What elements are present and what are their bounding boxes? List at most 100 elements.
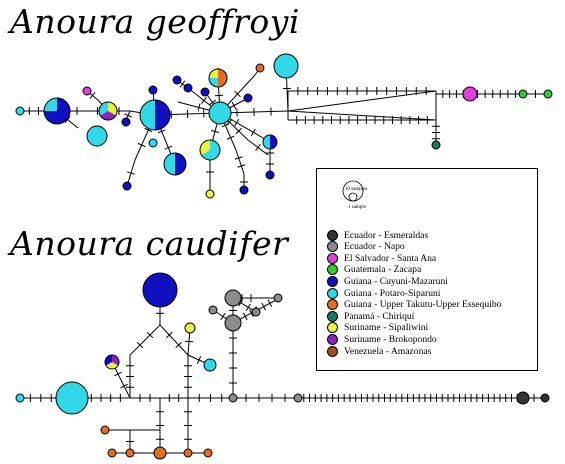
- legend-swatch: [327, 322, 338, 334]
- network-edge: [159, 324, 189, 356]
- mutation-tick: [124, 113, 132, 118]
- haplotype-node: [98, 101, 118, 121]
- haplotype-node: [208, 305, 218, 315]
- mutation-tick: [245, 303, 251, 312]
- haplotype-node: [273, 293, 283, 303]
- haplotype-slice: [209, 78, 218, 87]
- haplotype-node: [121, 117, 131, 127]
- legend-entry: Suriname - Sipaliwini: [327, 322, 428, 334]
- haplotype-node: [86, 125, 108, 147]
- legend-label: Guiana - Upper Takutu-Upper Essequibo: [344, 299, 502, 311]
- legend-swatch: [327, 229, 338, 241]
- haplotype-node: [163, 152, 187, 176]
- legend-entry: Guiana - Potaro-Siparuni: [327, 287, 440, 299]
- mutation-tick: [211, 129, 219, 134]
- mutation-tick: [184, 340, 194, 343]
- haplotype-slice: [209, 69, 218, 78]
- haplotype-node: [518, 89, 528, 99]
- legend-entry: Guiana - Upper Takutu-Upper Essequibo: [327, 299, 501, 311]
- haplotype-node: [293, 393, 303, 403]
- haplotype-node: [462, 86, 478, 102]
- legend-size-scale: 10 samples 1 sample: [342, 180, 367, 210]
- haplotype-node: [239, 185, 249, 195]
- mutation-tick: [144, 127, 153, 133]
- mutation-tick: [120, 383, 128, 389]
- mutation-tick: [226, 135, 235, 140]
- mutation-tick: [261, 302, 267, 311]
- legend-swatch: [327, 264, 338, 276]
- haplotype-node: [107, 448, 117, 458]
- legend-label: Guiana - Potaro-Siparuni: [344, 287, 441, 299]
- legend-swatch: [327, 241, 338, 253]
- mutation-tick: [238, 298, 244, 307]
- legend-entry: Guiana - Cuyuni-Mazaruni: [327, 275, 448, 287]
- haplotype-slice: [164, 153, 175, 175]
- haplotype-slice: [175, 153, 186, 175]
- legend-label: Guatemala - Zacapa: [344, 264, 422, 276]
- legend-entry: Guatemala - Zacapa: [327, 264, 421, 276]
- mutation-tick: [231, 101, 237, 110]
- haplotype-node: [15, 106, 25, 116]
- legend-label: Suriname - Sipaliwini: [344, 322, 429, 334]
- haplotype-node: [224, 314, 242, 332]
- mutation-tick: [137, 142, 146, 148]
- haplotype-node: [543, 89, 553, 99]
- haplotype-node: [148, 85, 158, 95]
- haplotype-node: [125, 448, 135, 458]
- legend-swatch: [327, 333, 338, 345]
- network-edge: [287, 110, 437, 121]
- scale-label-large: 10 samples: [345, 187, 367, 192]
- legend-swatch: [327, 299, 338, 311]
- mutation-tick: [166, 331, 173, 339]
- mutation-tick: [64, 116, 71, 123]
- haplotype-node: [228, 393, 238, 403]
- haplotype-node: [153, 446, 167, 460]
- haplotype-node: [203, 448, 213, 458]
- mutation-tick: [237, 164, 246, 168]
- mutation-tick: [196, 356, 202, 364]
- scale-label-small: 1 sample: [348, 205, 367, 210]
- haplotype-node: [224, 289, 242, 307]
- legend-swatch: [327, 275, 338, 287]
- network-edge: [129, 324, 161, 356]
- haplotype-node: [262, 134, 278, 150]
- haplotype-node: [205, 189, 215, 199]
- haplotype-node: [184, 322, 196, 334]
- legend-entry: Panamá - Chiriquí: [327, 310, 414, 322]
- haplotype-node: [139, 99, 171, 131]
- haplotype-node: [273, 53, 299, 79]
- mutation-tick: [157, 129, 166, 134]
- legend-label: Guiana - Cuyuni-Mazaruni: [344, 275, 448, 287]
- legend-label: Ecuador - Esmeraldas: [344, 229, 429, 241]
- network-edge: [287, 90, 437, 112]
- haplotype-node: [183, 83, 193, 93]
- legend-swatch: [327, 310, 338, 322]
- haplotype-slice: [218, 69, 227, 87]
- haplotype-node: [104, 354, 120, 370]
- mutation-tick: [208, 99, 217, 106]
- haplotype-slice: [263, 135, 270, 149]
- mutation-tick: [179, 80, 186, 88]
- haplotype-slice: [201, 140, 221, 161]
- haplotype-node: [200, 87, 210, 97]
- legend: 10 samples 1 sample Ecuador - Esmeraldas…: [316, 168, 538, 371]
- mutation-tick: [242, 312, 248, 321]
- legend-swatch: [327, 345, 338, 357]
- legend-swatch: [327, 252, 338, 264]
- haplotype-slice: [140, 100, 155, 130]
- mutation-tick: [255, 144, 261, 151]
- mutation-tick: [127, 171, 135, 175]
- legend-label: Ecuador - Napo: [344, 241, 405, 253]
- mutation-tick: [235, 127, 242, 135]
- legend-label: El Salvador - Santa Ana: [344, 252, 437, 264]
- title-anoura-geoffroyi: Anoura geoffroyi: [10, 2, 300, 41]
- haplotype-node: [82, 86, 92, 96]
- legend-swatch: [327, 287, 338, 299]
- mutation-tick: [234, 156, 243, 160]
- legend-entry: Ecuador - Esmeraldas: [327, 229, 428, 241]
- haplotype-node: [15, 393, 25, 403]
- scale-circle-small: [348, 192, 358, 202]
- mutation-tick: [220, 312, 226, 321]
- legend-entry: Venezuela - Amazonas: [327, 345, 431, 357]
